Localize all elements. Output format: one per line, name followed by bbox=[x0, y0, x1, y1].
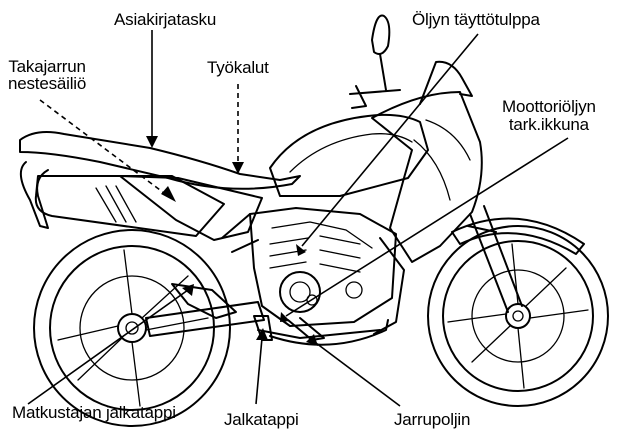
arrowhead-rear-brake-reservoir bbox=[161, 186, 176, 202]
label-document-pouch: Asiakirjatasku bbox=[114, 10, 217, 29]
exhaust-cover bbox=[34, 175, 225, 237]
front-fender bbox=[451, 217, 585, 255]
frame bbox=[221, 213, 405, 339]
arrowhead-oil-level-window bbox=[280, 312, 290, 322]
label-oil-level-window: Moottoriöljyn tark.ikkuna bbox=[502, 97, 596, 134]
label-passenger-footpeg: Matkustajan jalkatappi bbox=[12, 403, 176, 422]
leader-passenger-footpeg bbox=[27, 289, 189, 405]
leader-oil-level-window bbox=[285, 137, 569, 317]
fuel-tank bbox=[269, 113, 429, 197]
passenger-footpeg-bracket bbox=[171, 283, 237, 319]
fairing bbox=[371, 91, 483, 263]
footpeg-part bbox=[253, 315, 273, 341]
arrowhead-oil-filler-cap bbox=[296, 244, 306, 256]
brake-pedal-part bbox=[287, 317, 325, 341]
label-brake-pedal: Jarrupoljin bbox=[394, 410, 471, 429]
arrowhead-brake-pedal bbox=[306, 334, 318, 346]
leader-brake-pedal bbox=[311, 339, 401, 407]
label-footpeg: Jalkatappi bbox=[224, 410, 299, 429]
arrowhead-tools bbox=[232, 162, 244, 174]
lower-cowl bbox=[269, 319, 389, 346]
front-fork bbox=[467, 205, 523, 313]
front-wheel bbox=[427, 225, 609, 407]
side-panel bbox=[119, 175, 263, 241]
leader-oil-filler-cap bbox=[301, 33, 479, 247]
leader-footpeg bbox=[255, 337, 263, 405]
seat bbox=[19, 131, 301, 190]
leader-rear-brake-reservoir bbox=[39, 99, 169, 197]
swingarm bbox=[145, 301, 265, 337]
arrowhead-document-pouch bbox=[146, 136, 158, 148]
mirror bbox=[371, 14, 391, 91]
label-tools: Työkalut bbox=[207, 58, 269, 77]
label-rear-brake-reservoir: Takajarrun nestesäiliö bbox=[8, 57, 87, 93]
arrowhead-footpeg bbox=[256, 328, 268, 340]
handlebar bbox=[349, 85, 401, 109]
arrowhead-passenger-footpeg bbox=[182, 284, 194, 296]
label-oil-filler-cap: Öljyn täyttötulppa bbox=[412, 10, 540, 29]
engine bbox=[249, 207, 397, 327]
